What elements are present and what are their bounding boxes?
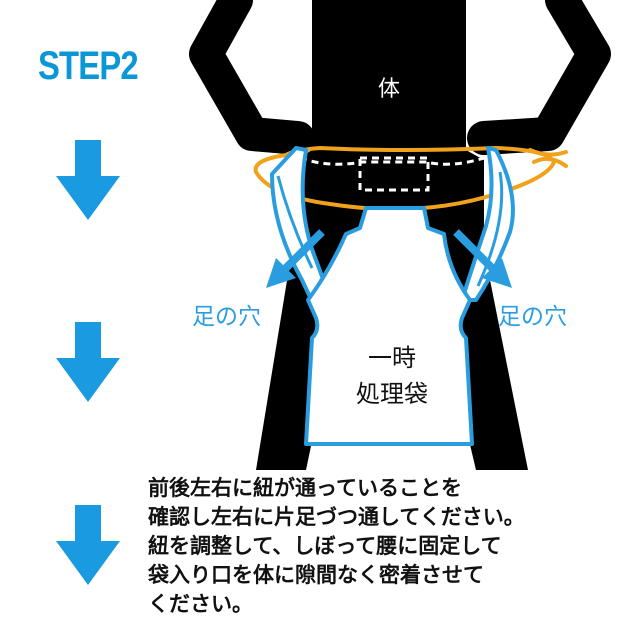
instruction-line: 前後左右に紐が通っていることを xyxy=(148,476,462,500)
step-title: STEP2 xyxy=(38,44,139,88)
left-arm xyxy=(189,0,315,155)
right-flap-inner xyxy=(476,171,504,287)
cord xyxy=(253,145,557,212)
leg-hole-label-left: 足の穴 xyxy=(192,304,261,330)
down-arrow-icon xyxy=(56,505,120,585)
bag-label-line2: 処理袋 xyxy=(356,380,428,408)
body-label: 体 xyxy=(378,77,400,102)
instruction-line: 確認し左右に片足づつ通してください。 xyxy=(148,505,525,529)
diagonal-arrow-icon xyxy=(453,229,512,288)
right-arm xyxy=(467,0,611,155)
down-arrow-icon xyxy=(56,140,120,220)
instruction-line: 紐を調整して、しぼって腰に固定して xyxy=(148,534,502,558)
cord-knot xyxy=(528,148,568,168)
instruction-line: ください。 xyxy=(148,592,253,616)
bag-label-line1: 一時 xyxy=(368,344,416,372)
instruction-text: 前後左右に紐が通っていることを 確認し左右に片足づつ通してください。 紐を調整し… xyxy=(148,474,628,619)
diagonal-arrow-icon xyxy=(266,229,325,288)
down-arrow-icon xyxy=(56,322,120,402)
instruction-line: 袋入り口を体に隙間なく密着させて xyxy=(148,563,484,587)
waist-band-panel xyxy=(358,156,430,192)
leg-hole-label-right: 足の穴 xyxy=(498,304,567,330)
usage-diagram: 体 一時 処理袋 足の穴 足の穴 xyxy=(189,0,611,470)
disposal-bag xyxy=(304,206,474,446)
left-flap-inner xyxy=(276,175,314,269)
body-torso xyxy=(296,0,484,250)
